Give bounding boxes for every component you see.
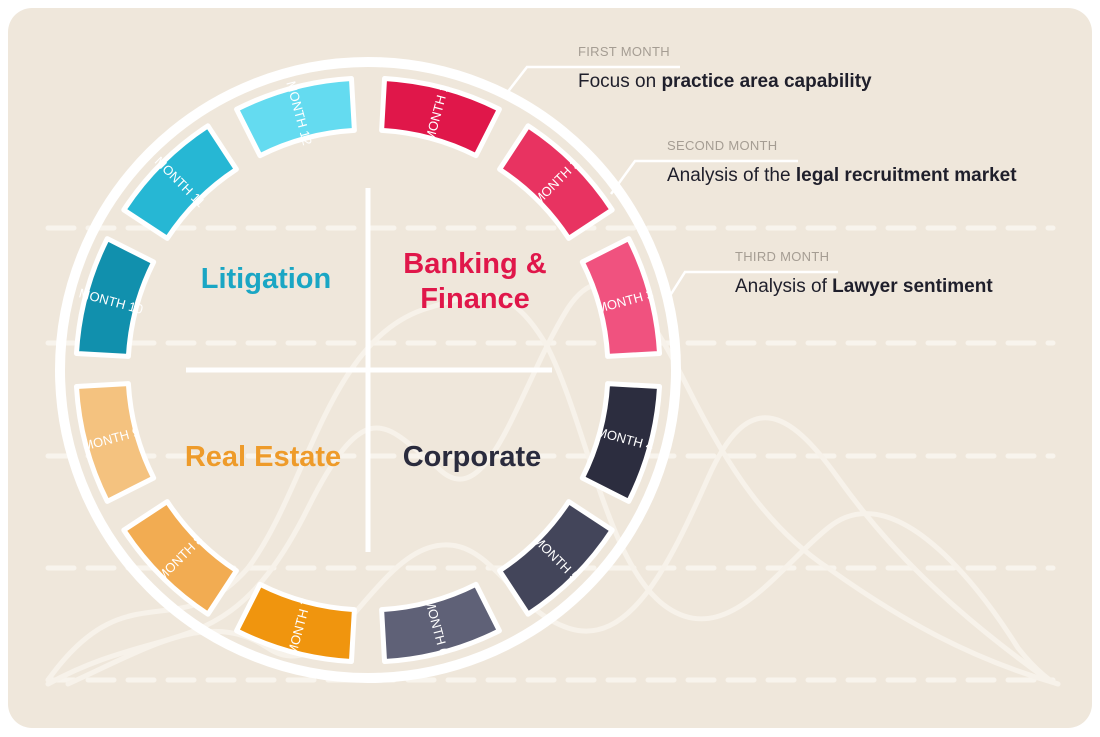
callout-caption: THIRD MONTH (735, 249, 830, 264)
month-segment-9 (73, 381, 157, 504)
callout-text-bold: legal recruitment market (795, 165, 1017, 186)
month-segment-6 (379, 581, 502, 665)
background-wave-lines (45, 281, 1061, 687)
callout-text-regular: Analysis of (735, 276, 833, 297)
month-segment-10 (73, 236, 157, 359)
callout-caption: FIRST MONTH (578, 44, 670, 59)
month-segment-2 (497, 123, 615, 241)
callout-text-regular: Focus on (578, 71, 662, 92)
quadrant-banking-line1: Banking & (403, 248, 546, 280)
month-segment-5 (497, 499, 615, 617)
month-segment-8 (121, 499, 239, 617)
month-segment-11 (121, 123, 239, 241)
month-segment-7 (234, 581, 357, 665)
callout-text-bold: Lawyer sentiment (832, 276, 993, 297)
month-segment-4 (579, 381, 663, 504)
callout-line-2 (609, 159, 798, 195)
callout-second-month: SECOND MONTH Analysis of the legal recru… (667, 138, 1017, 187)
callout-line-3 (664, 270, 838, 303)
background-wave-3 (65, 415, 1051, 687)
background-wave-1 (45, 293, 1061, 687)
month-segment-3 (579, 236, 663, 359)
quadrant-divider (186, 188, 552, 552)
callout-first-month: FIRST MONTH Focus on practice area capab… (578, 44, 872, 93)
callout-text: Analysis of the legal recruitment market (667, 165, 1017, 187)
month-segment-12 (234, 75, 357, 159)
callout-text-bold: practice area capability (661, 71, 872, 92)
callout-caption: SECOND MONTH (667, 138, 778, 153)
quadrant-litigation: Litigation (201, 263, 331, 295)
background-wave-2 (45, 281, 1061, 687)
callout-line-1 (502, 65, 680, 99)
callout-third-month: THIRD MONTH Analysis of Lawyer sentiment (735, 249, 993, 298)
wheel-outer-ring (55, 57, 681, 683)
callout-text: Analysis of Lawyer sentiment (735, 276, 993, 298)
callout-text-regular: Analysis of the (667, 165, 796, 186)
callout-text: Focus on practice area capability (578, 71, 872, 93)
quadrant-banking-line2: Finance (420, 283, 530, 315)
callout-lines (502, 65, 838, 303)
quadrant-corporate: Corporate (403, 441, 542, 473)
month-segment-1 (379, 75, 502, 159)
quadrant-real-estate: Real Estate (185, 441, 341, 473)
